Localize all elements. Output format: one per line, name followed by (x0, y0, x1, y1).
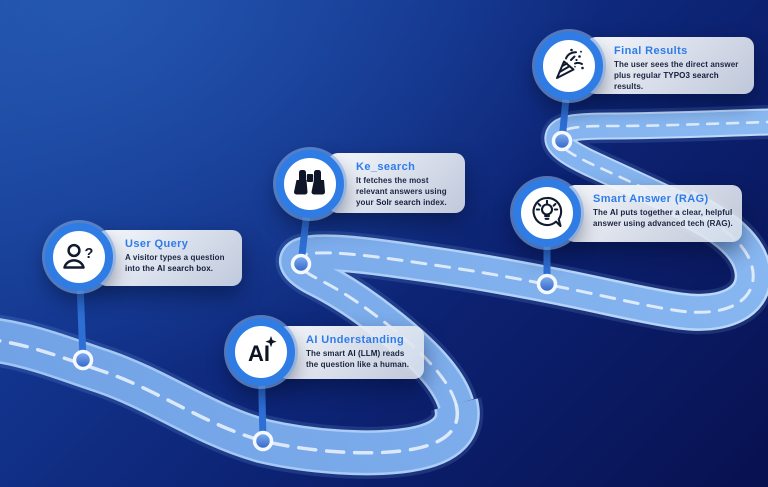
person-question-icon: ? (59, 237, 99, 277)
milestone-card-ai-understanding: AI Understanding The smart AI (LLM) read… (278, 326, 424, 379)
milestone-description: The user sees the direct answer plus reg… (614, 60, 739, 91)
milestone-description: It fetches the most relevant answers usi… (356, 176, 447, 207)
road-node (551, 130, 573, 152)
milestone-title: Smart Answer (RAG) (593, 193, 709, 205)
bulb-speech-bubble-icon (526, 192, 568, 234)
milestone-title: Final Results (614, 45, 688, 57)
svg-text:AI: AI (248, 341, 270, 366)
milestone-badge-ke-search (276, 150, 344, 218)
milestone-title: User Query (125, 238, 189, 250)
milestone-badge-user-query: ? (45, 223, 113, 291)
milestone-title: AI Understanding (306, 334, 405, 346)
milestone-badge-smart-answer-rag (513, 179, 581, 247)
milestone-card-ke-search: Ke_search It fetches the most relevant a… (328, 153, 465, 213)
milestone-description: The smart AI (LLM) reads the question li… (306, 349, 410, 369)
road-node (72, 349, 94, 371)
milestone-badge-final-results (535, 32, 603, 100)
ai-sparkle-icon: AI (241, 332, 281, 372)
party-popper-icon (548, 45, 590, 87)
road-node (536, 273, 558, 295)
milestone-title: Ke_search (356, 161, 416, 173)
milestone-description: A visitor types a question into the AI s… (125, 253, 225, 273)
milestone-card-user-query: User Query A visitor types a question in… (97, 230, 242, 286)
milestone-description: The AI puts together a clear, helpful an… (593, 208, 733, 228)
binoculars-icon (290, 164, 330, 204)
svg-text:?: ? (85, 246, 94, 262)
milestone-badge-ai-understanding: AI (227, 318, 295, 386)
road-nodes (72, 130, 573, 452)
road-node (290, 253, 312, 275)
milestone-card-smart-answer-rag: Smart Answer (RAG) The AI puts together … (565, 185, 742, 242)
road-node (252, 430, 274, 452)
milestone-card-final-results: Final Results The user sees the direct a… (586, 37, 754, 94)
